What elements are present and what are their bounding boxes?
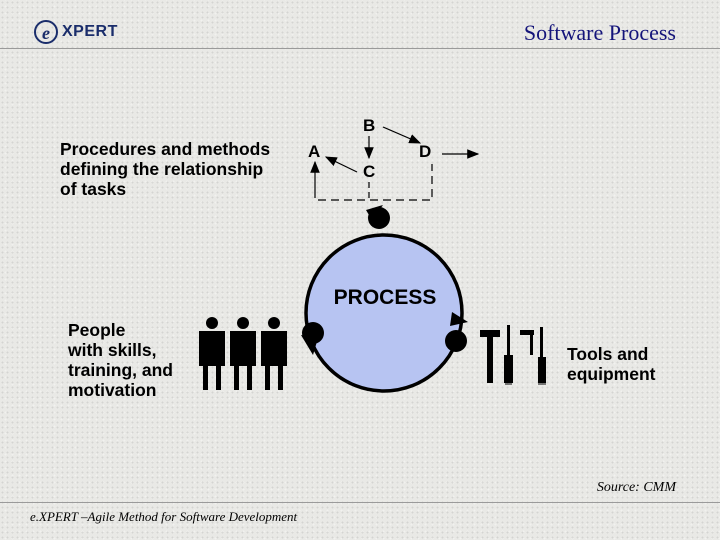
tool-screwdriver — [504, 325, 513, 385]
person-figure-3 — [261, 317, 287, 390]
node-d-label: D — [419, 142, 432, 161]
people-figures — [199, 317, 287, 390]
process-label: PROCESS — [333, 286, 437, 309]
logo-mark: e — [34, 20, 58, 44]
tools-figures — [480, 325, 546, 385]
node-c-label: C — [363, 162, 376, 181]
node-a-label: A — [308, 142, 321, 161]
node-dot-top — [368, 207, 390, 229]
people-label: People with skills, training, and motiva… — [68, 320, 173, 400]
dashed-bracket — [314, 164, 433, 201]
procedures-label: Procedures and methods defining the rela… — [60, 139, 271, 199]
arrow-b-to-d — [382, 126, 422, 144]
process-circle — [304, 233, 464, 393]
slide-title: Software Process — [523, 20, 676, 45]
logo-text: XPERT — [62, 23, 118, 40]
node-b-label: B — [363, 116, 376, 135]
person-figure-1 — [199, 317, 225, 390]
node-dot-left — [302, 322, 324, 344]
footer-divider — [0, 502, 720, 503]
company-logo: e XPERT — [34, 18, 118, 46]
circle-arrow-right — [450, 312, 468, 326]
footer-text: e.XPERT –Agile Method for Software Devel… — [30, 509, 298, 524]
person-figure-2 — [230, 317, 256, 390]
tool-wrench — [520, 327, 546, 385]
source-citation: Source: CMM — [596, 480, 676, 495]
tool-hammer — [480, 330, 500, 383]
header-divider — [0, 48, 720, 49]
tools-label: Tools and equipment — [567, 344, 656, 384]
arrow-c-to-a — [324, 156, 358, 173]
node-dot-right — [445, 330, 467, 352]
